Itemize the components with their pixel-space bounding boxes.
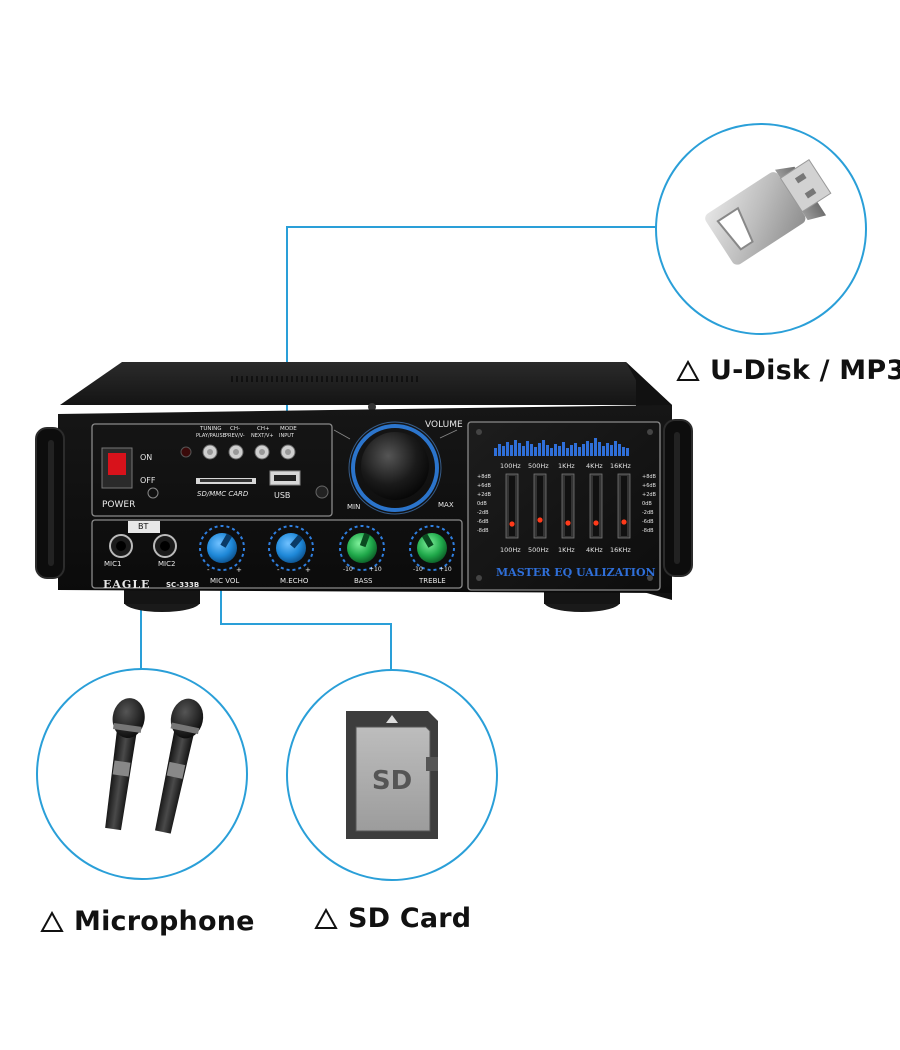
knob-label-m-echo: M.ECHO xyxy=(280,577,309,585)
triangle-icon xyxy=(314,908,338,929)
button-label-top-3: CH+ xyxy=(257,426,270,432)
eq-db-left-2: +6dB xyxy=(477,483,491,489)
eq-freq-top-1: 100Hz xyxy=(500,462,521,470)
volume-min-label: MIN xyxy=(347,503,361,511)
eq-db-right-5: -2dB xyxy=(642,510,654,516)
model-label: SC-333B xyxy=(166,581,200,589)
sd-card-icon: SD xyxy=(346,711,438,839)
callout-microphone-text: Microphone xyxy=(74,906,255,937)
power-label: POWER xyxy=(102,500,136,510)
knob-max-bass: +10 xyxy=(369,566,382,573)
button-label-top-1: TUNING xyxy=(200,426,222,432)
eq-freq-bottom-1: 100Hz xyxy=(500,546,521,554)
eq-freq-top-3: 1KHz xyxy=(558,462,575,470)
eq-db-right-2: +6dB xyxy=(642,483,656,489)
knob-max-treble: +10 xyxy=(439,566,452,573)
knob-min-bass: -10 xyxy=(343,566,353,573)
eq-title: MASTER EQ UALIZATION xyxy=(496,566,656,579)
knob-max-mic-vol: + xyxy=(236,566,242,574)
callout-microphone: Microphone xyxy=(40,906,255,937)
off-label: OFF xyxy=(140,476,156,485)
triangle-icon xyxy=(40,911,64,932)
bt-label: BT xyxy=(138,522,149,531)
eq-freq-bottom-3: 1KHz xyxy=(558,546,575,554)
knob-min-m-echo: - xyxy=(277,566,280,574)
eq-db-right-3: +2dB xyxy=(642,492,656,498)
sd-slot-label: SD/MMC CARD xyxy=(197,490,249,498)
knob-max-m-echo: + xyxy=(305,566,311,574)
mic1-label: MIC1 xyxy=(104,560,122,568)
triangle-icon xyxy=(676,360,700,381)
button-label-bottom-1: PLAY/PAUSE xyxy=(196,433,226,439)
knob-label-mic-vol: MIC VOL xyxy=(210,577,240,585)
usb-label: USB xyxy=(274,491,291,500)
eq-db-right-7: -8dB xyxy=(642,528,654,534)
eq-db-right-4: 0dB xyxy=(642,501,652,507)
eq-db-left-6: -6dB xyxy=(477,519,489,525)
eq-db-left-1: +8dB xyxy=(477,474,491,480)
eq-freq-top-5: 16KHz xyxy=(610,462,631,470)
eq-freq-top-4: 4KHz xyxy=(586,462,603,470)
connector-line-usb-vertical xyxy=(286,226,288,476)
callout-udisk-text: U-Disk / MP3 xyxy=(710,355,900,386)
callout-sdcard-text: SD Card xyxy=(348,903,472,934)
button-label-top-2: CH- xyxy=(230,426,240,432)
brand-logo: EAGLE xyxy=(103,578,151,591)
eq-freq-bottom-2: 500Hz xyxy=(528,546,549,554)
microphone-circle xyxy=(36,668,248,880)
button-label-top-4: MODE xyxy=(280,426,297,432)
callout-sdcard: SD Card xyxy=(314,903,471,934)
eq-freq-bottom-5: 16KHz xyxy=(610,546,631,554)
eq-freq-bottom-4: 4KHz xyxy=(586,546,603,554)
connector-line-sd-down xyxy=(390,623,392,673)
volume-max-label: MAX xyxy=(438,501,454,509)
knob-label-treble: TREBLE xyxy=(419,577,446,585)
sd-card-text: SD xyxy=(372,766,412,796)
eq-freq-top-2: 500Hz xyxy=(528,462,549,470)
volume-label: VOLUME xyxy=(425,420,463,430)
connector-line-sd-horizontal xyxy=(220,623,392,625)
microphone-icon xyxy=(105,698,204,834)
on-label: ON xyxy=(140,453,153,462)
button-label-bottom-3: NEXT/V+ xyxy=(251,433,274,439)
callout-udisk: U-Disk / MP3 xyxy=(676,355,900,386)
mic2-label: MIC2 xyxy=(158,560,176,568)
knob-min-mic-vol: - xyxy=(207,566,210,574)
eq-db-left-5: -2dB xyxy=(477,510,489,516)
connector-line-usb-horizontal xyxy=(286,226,658,228)
connector-line-sd-vertical xyxy=(220,490,222,625)
button-label-bottom-2: PREV/V- xyxy=(225,433,245,439)
eq-db-right-1: +8dB xyxy=(642,474,656,480)
eq-db-left-7: -8dB xyxy=(477,528,489,534)
knob-min-treble: -10 xyxy=(413,566,423,573)
eq-db-left-3: +2dB xyxy=(477,492,491,498)
usb-flash-drive-icon xyxy=(705,158,832,265)
connector-line-mic-vertical xyxy=(140,560,142,670)
eq-db-left-4: 0dB xyxy=(477,501,487,507)
eq-db-right-6: -6dB xyxy=(642,519,654,525)
udisk-circle xyxy=(655,123,867,335)
sdcard-circle: SD xyxy=(286,669,498,881)
knob-label-bass: BASS xyxy=(354,577,373,585)
